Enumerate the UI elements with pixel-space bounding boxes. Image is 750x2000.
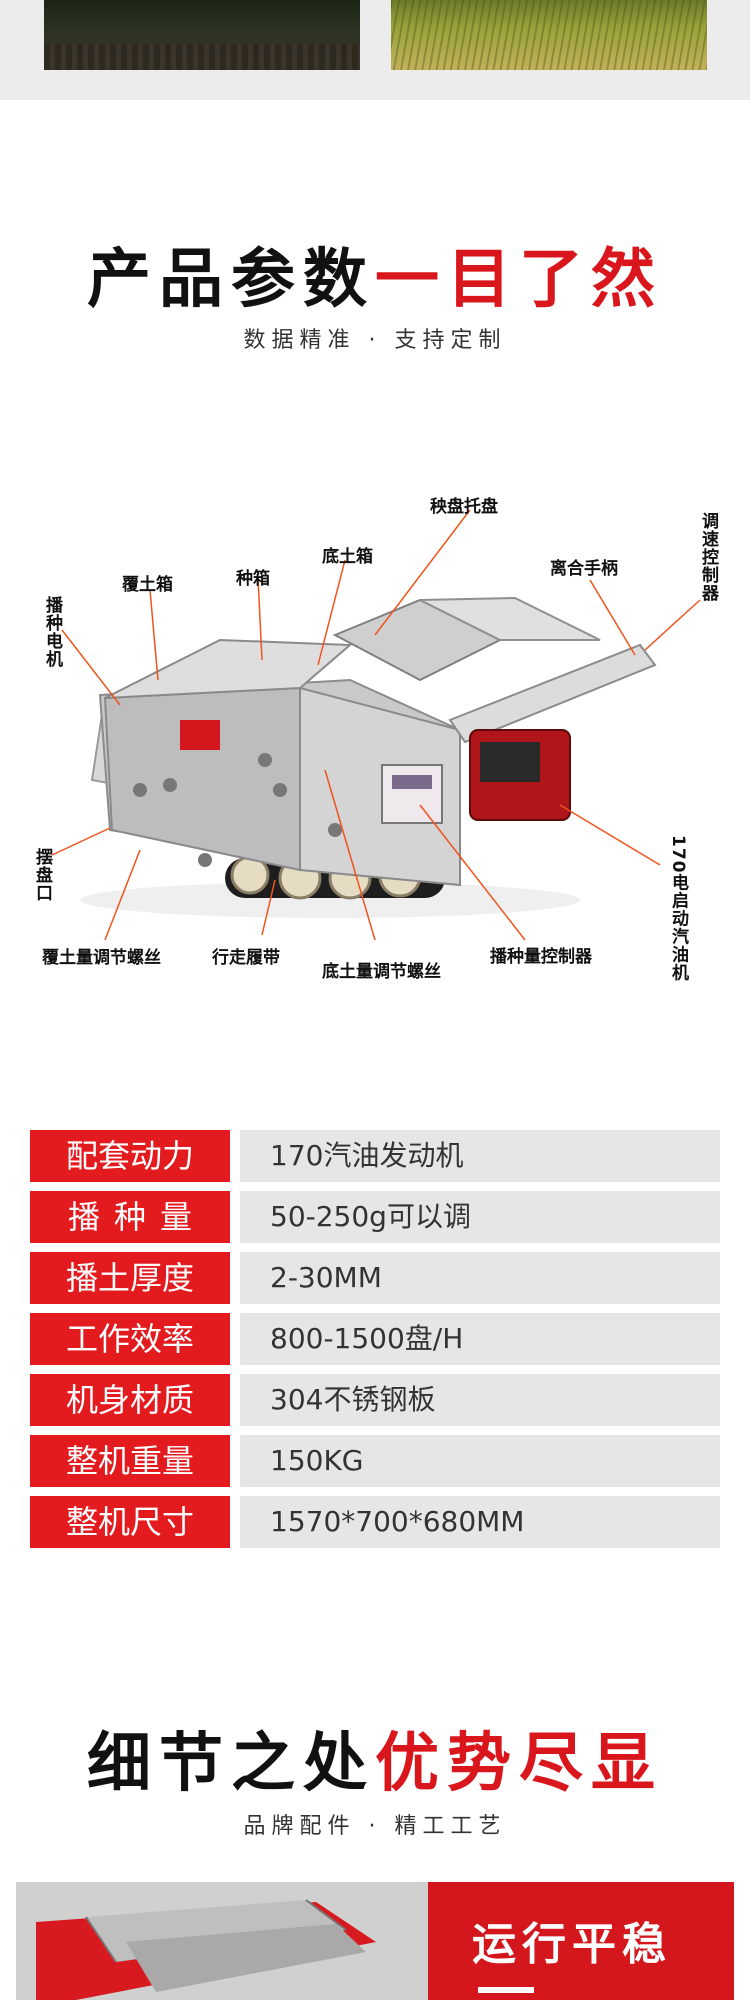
table-row: 整机重量 150KG: [30, 1435, 720, 1487]
label-bottom-soil-box: 底土箱: [322, 547, 373, 567]
table-row: 工作效率 800-1500盘/H: [30, 1313, 720, 1365]
label-seeding-motor: 播种电机: [42, 596, 62, 668]
title-red-part: 一目了然: [375, 243, 663, 317]
spec-key: 播种量: [30, 1191, 230, 1243]
label-bottom-soil-screw: 底土量调节螺丝: [322, 962, 441, 982]
table-row: 播土厚度 2-30MM: [30, 1252, 720, 1304]
title-black-part: 产品参数: [87, 243, 375, 317]
label-cover-soil-box: 覆土箱: [122, 575, 173, 595]
label-seed-box: 种箱: [236, 569, 270, 589]
label-tray-outlet: 摆盘口: [32, 848, 52, 902]
detail-panel: 运行平稳: [428, 1882, 734, 2000]
spec-key: 工作效率: [30, 1313, 230, 1365]
spec-value: 1570*700*680MM: [240, 1496, 720, 1548]
spec-key: 播土厚度: [30, 1252, 230, 1304]
label-engine: 170电启动汽油机: [668, 835, 688, 982]
label-speed-controller: 调速控制器: [698, 512, 718, 602]
spec-key: 配套动力: [30, 1130, 230, 1182]
detail-photo: [16, 1882, 428, 2000]
spec-key: 整机重量: [30, 1435, 230, 1487]
spec-value: 2-30MM: [240, 1252, 720, 1304]
label-cover-soil-screw: 覆土量调节螺丝: [42, 948, 161, 968]
label-seeding-controller: 播种量控制器: [490, 947, 592, 967]
label-track: 行走履带: [212, 948, 280, 968]
spec-value: 50-250g可以调: [240, 1191, 720, 1243]
hopper-illustration: [16, 1882, 428, 2000]
spec-key: 机身材质: [30, 1374, 230, 1426]
top-banner: [0, 0, 750, 100]
field-photo-rice: [391, 0, 707, 70]
label-clutch-handle: 离合手柄: [550, 559, 618, 579]
spec-value: 800-1500盘/H: [240, 1313, 720, 1365]
machine-illustration: [51, 509, 701, 941]
spec-value: 150KG: [240, 1435, 720, 1487]
title-black-part: 细节之处: [87, 1727, 375, 1801]
spec-value: 170汽油发动机: [240, 1130, 720, 1182]
detail-block: 运行平稳: [16, 1882, 734, 2000]
section-title-details: 细节之处优势尽显: [0, 1712, 750, 1804]
controller-shape: [381, 764, 443, 824]
machine-diagram: 秧盘托盘 调速控制器 底土箱 离合手柄 覆土箱 种箱 播种电机 摆盘口 170电…: [0, 480, 750, 1000]
spec-key: 整机尺寸: [30, 1496, 230, 1548]
section-subtitle-details: 品牌配件 · 精工工艺: [243, 1814, 507, 1839]
spec-value: 304不锈钢板: [240, 1374, 720, 1426]
title-red-part: 优势尽显: [375, 1727, 663, 1801]
table-row: 整机尺寸 1570*700*680MM: [30, 1496, 720, 1548]
detail-title: 运行平稳: [472, 1919, 672, 1970]
section-title-params: 产品参数一目了然: [0, 228, 750, 320]
label-seedling-tray: 秧盘托盘: [430, 497, 498, 517]
detail-underline: [478, 1987, 534, 1993]
table-row: 播种量 50-250g可以调: [30, 1191, 720, 1243]
section-subtitle-params: 数据精准 · 支持定制: [243, 328, 507, 353]
table-row: 配套动力 170汽油发动机: [30, 1130, 720, 1182]
field-photo-soil: [44, 0, 360, 70]
table-row: 机身材质 304不锈钢板: [30, 1374, 720, 1426]
